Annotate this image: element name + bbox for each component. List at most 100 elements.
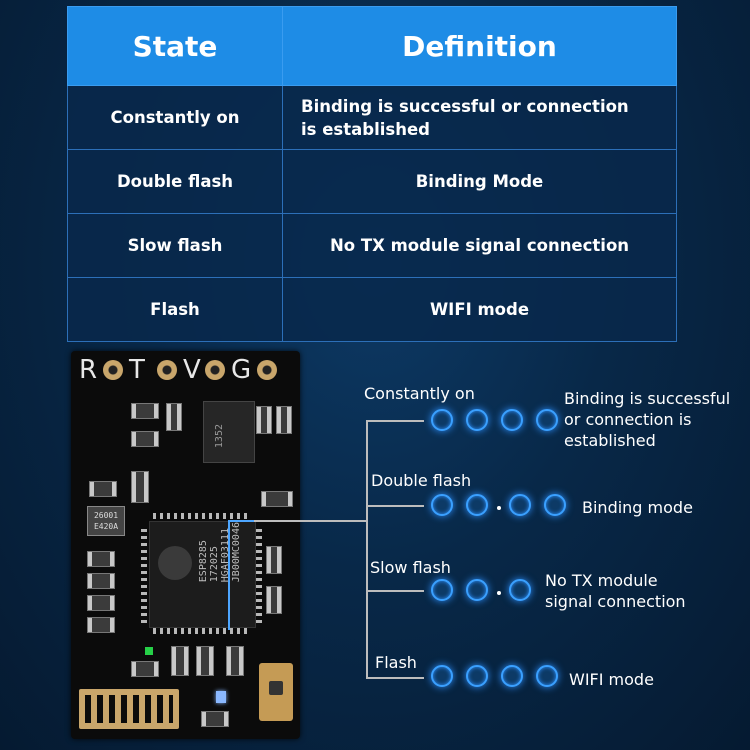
smd-component [131,403,159,419]
pin-pad [257,360,277,380]
connector-line [366,677,424,679]
smd-component [166,403,182,431]
led-on-icon [509,579,531,601]
smd-component [87,573,115,589]
smd-component [87,595,115,611]
led-on-icon [466,665,488,687]
green-led [145,647,153,655]
definition-line: is established [301,119,430,139]
legend-desc-line: established [564,431,656,450]
bind-button [259,663,293,721]
legend-desc-line: signal connection [545,592,686,611]
state-cell: Constantly on [67,85,283,150]
chip-pins [153,628,251,634]
definition-line: Binding is successful or connection [301,96,629,116]
regulator-marking: 1352 [214,424,225,449]
led-on-icon [431,494,453,516]
pause-dot [497,591,501,595]
led-on-icon [431,665,453,687]
legend-label: Constantly on [364,384,475,403]
pin-pad [103,360,123,380]
esp8285-chip: ESP8285 172025 HGAF03111 JB00MC0046 [149,521,256,628]
legend-label: Double flash [371,471,472,490]
legend-description: No TX module signal connection [545,570,686,612]
led-on-icon [466,409,488,431]
state-cell: Double flash [67,149,283,214]
state-cell: Slow flash [67,213,283,278]
pin-label-v: V [183,355,201,385]
smd-component [131,431,159,447]
smd-component [131,471,149,503]
pause-dot [497,506,501,510]
led-on-icon [544,494,566,516]
definition-cell: WIFI mode [282,277,677,342]
header-definition: Definition [282,6,677,86]
crystal-oscillator: 26001 E420A [87,506,125,536]
legend-description: Binding mode [582,498,693,517]
smd-component [226,646,244,676]
smd-component [261,491,293,507]
chip-pins [153,513,251,519]
espressif-logo [158,546,192,580]
pin-label-t: T [129,355,145,385]
crystal-marking: E420A [93,522,119,531]
table-row: Slow flash No TX module signal connectio… [67,213,677,278]
chip-pins [256,525,262,623]
pcb-antenna [79,689,179,729]
legend-desc-line: No TX module [545,571,658,590]
connector-line [254,520,366,522]
led-on-icon [466,494,488,516]
legend-desc-line: or connection is [564,410,692,429]
led-on-icon [501,665,523,687]
led-on-icon [536,665,558,687]
led-on-icon [509,494,531,516]
receiver-board-image: R T V G 1352 26001 E420A ESP8285 172025 … [71,351,300,739]
smd-component [201,711,229,727]
connector-line [366,590,424,592]
chip-line: ESP8285 [198,540,209,583]
led-state-table: State Definition Constantly on Binding i… [67,6,677,342]
smd-component [89,481,117,497]
status-led [216,691,226,703]
led-on-icon [431,579,453,601]
legend-label: Flash [375,653,417,672]
smd-component [87,617,115,633]
chip-line: 172025 [209,546,220,583]
pin-pad [157,360,177,380]
smd-component [171,646,189,676]
smd-component [266,586,282,614]
pin-label-g: G [231,355,252,385]
definition-cell: No TX module signal connection [282,213,677,278]
definition-cell: Binding Mode [282,149,677,214]
smd-component [87,551,115,567]
legend-description: Binding is successful or connection is e… [564,388,730,451]
smd-component [276,406,292,434]
led-on-icon [431,409,453,431]
table-header-row: State Definition [67,6,677,86]
connector-line [366,420,424,422]
smd-component [256,406,272,434]
led-highlight-outline [228,520,256,630]
smd-component [196,646,214,676]
table-row: Constantly on Binding is successful or c… [67,85,677,150]
legend-desc-line: Binding is successful [564,389,731,408]
pin-pad [205,360,225,380]
pin-label-r: R [79,355,98,385]
led-on-icon [536,409,558,431]
header-state: State [67,6,283,86]
connector-line [366,505,424,507]
table-row: Flash WIFI mode [67,277,677,342]
state-cell: Flash [67,277,283,342]
table-row: Double flash Binding Mode [67,149,677,214]
legend-label: Slow flash [370,558,451,577]
chip-pins [141,525,147,623]
definition-cell: Binding is successful or connection is e… [282,85,677,150]
crystal-marking: 26001 [93,511,119,520]
led-on-icon [466,579,488,601]
smd-component [266,546,282,574]
connector-line [366,420,368,678]
voltage-regulator: 1352 [203,401,255,463]
legend-description: WIFI mode [569,670,654,689]
smd-component [131,661,159,677]
led-on-icon [501,409,523,431]
